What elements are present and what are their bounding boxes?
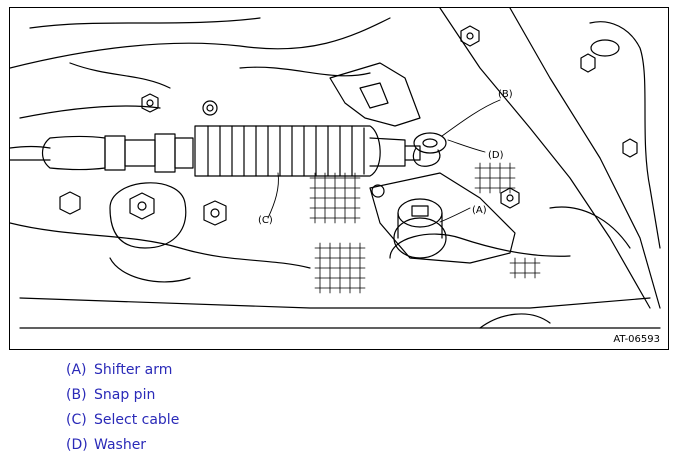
legend-text: Snap pin — [94, 387, 156, 403]
callout-b: (B) — [498, 89, 513, 100]
legend-text: Shifter arm — [94, 362, 173, 378]
figure-code: AT-06593 — [613, 334, 660, 345]
shifter-arm — [369, 172, 516, 264]
legend-item: (D) Washer — [66, 435, 179, 460]
legend-key: (B) — [66, 387, 87, 403]
legend-item: (B) Snap pin — [66, 385, 179, 410]
legend-item: (A) Shifter arm — [66, 360, 179, 385]
legend-text: Washer — [94, 437, 147, 453]
bolt-heads — [59, 25, 638, 226]
legend-list: (A) Shifter arm (B) Snap pin (C) Select cab… — [66, 360, 179, 460]
legend-key: (D) — [66, 437, 88, 453]
legend-key: (C) — [66, 412, 87, 428]
callout-a: (A) — [472, 205, 487, 216]
transmission-housing — [10, 8, 661, 329]
legend-key: (A) — [66, 362, 87, 378]
legend-item: (C) Select cable — [66, 410, 179, 435]
mount-bracket — [109, 182, 187, 249]
mechanical-illustration: (B) (D) (A) (C) AT-06593 — [9, 7, 669, 350]
callout-d: (D) — [488, 150, 504, 161]
legend-text: Select cable — [94, 412, 180, 428]
hatch-grid — [309, 162, 541, 294]
callout-c: (C) — [258, 215, 273, 226]
leader-lines — [267, 99, 501, 223]
connector — [329, 62, 421, 127]
line-drawing: (B) (D) (A) (C) — [10, 8, 661, 329]
snap-pin — [412, 132, 447, 167]
select-cable — [10, 125, 421, 177]
